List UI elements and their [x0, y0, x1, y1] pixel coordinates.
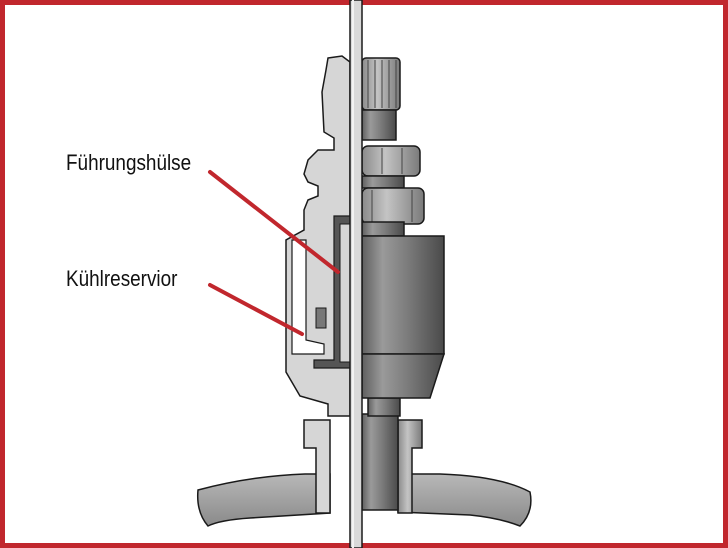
knurled-nut [361, 57, 401, 111]
base-plate-right [397, 473, 532, 527]
central-needle [349, 0, 363, 548]
neck-lower [367, 397, 401, 417]
cooling-reservoir-cavity [291, 239, 327, 355]
hex-nut-lower [361, 187, 425, 225]
label-cooling-reservoir: Kühlreservior [66, 266, 178, 291]
shaft-lower [361, 221, 405, 237]
base-plate-left [196, 473, 331, 527]
label-guide-sleeve: Führungshülse [66, 150, 192, 175]
shaft-middle [361, 175, 405, 189]
main-cylinder [361, 235, 446, 399]
leader-line-guide-sleeve [208, 170, 340, 274]
leader-line-cooling-reservoir [208, 283, 304, 336]
hex-nut-upper [361, 145, 421, 177]
lower-collar-section [303, 419, 331, 514]
shaft-upper [361, 109, 397, 141]
